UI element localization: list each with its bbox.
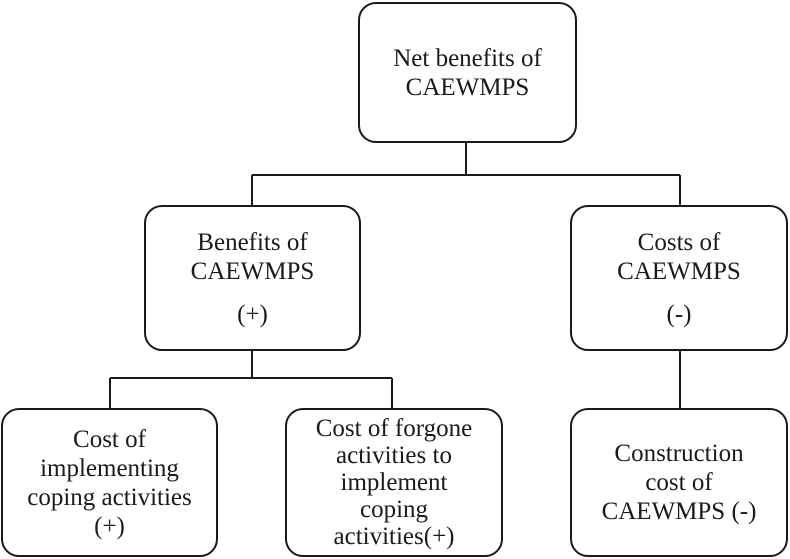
node-benefits-line2: CAEWMPS [190,257,315,285]
node-costs-line1: Costs of [637,228,721,256]
node-implementing-cost: Cost of implementing coping activities (… [1,408,218,557]
node-construction-cost: Construction cost of CAEWMPS (-) [570,408,788,557]
node-forgone-line4: coping [359,496,429,523]
node-net-benefits: Net benefits of CAEWMPS [358,2,577,143]
node-implementing-line4: (+) [94,512,125,540]
node-forgone-line2: activities to [336,442,452,469]
node-construction-line2: cost of [645,469,713,496]
node-forgone-line3: implement [340,469,448,496]
node-implementing-line3: coping activities [27,483,192,511]
node-implementing-line1: Cost of [73,425,146,453]
node-costs: Costs of CAEWMPS (-) [570,205,788,351]
node-forgone-line5: activities(+) [333,523,455,550]
node-costs-line2: CAEWMPS [617,257,741,285]
node-forgone-line1: Cost of forgone [315,415,473,442]
node-construction-line3: CAEWMPS (-) [601,498,757,525]
node-net-benefits-line2: CAEWMPS [405,73,530,101]
node-construction-line1: Construction [614,440,744,467]
node-costs-sign: (-) [666,300,692,328]
node-net-benefits-line1: Net benefits of [393,44,542,72]
node-benefits: Benefits of CAEWMPS (+) [144,205,361,351]
node-implementing-line2: implementing [40,454,179,482]
node-benefits-sign: (+) [237,300,268,328]
node-benefits-line1: Benefits of [197,228,308,256]
node-forgone-cost: Cost of forgone activities to implement … [285,408,503,557]
